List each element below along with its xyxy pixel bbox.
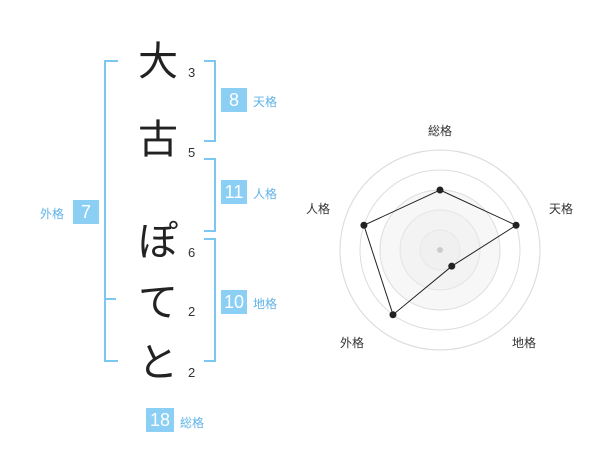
chikaku-value: 10: [221, 290, 247, 314]
radar-point-3: [389, 311, 397, 319]
tenkaku-bracket: [204, 60, 216, 142]
jinkaku-bracket: [204, 158, 216, 232]
gaikaku-bracket: [104, 60, 118, 362]
jinkaku-value: 11: [221, 180, 247, 204]
jinkaku-label: 人格: [253, 187, 278, 201]
radar-ring: [359, 169, 521, 331]
radar-point-2: [448, 262, 456, 270]
radar-axis-label-soukaku: 総格: [427, 124, 452, 138]
radar-axis-label-tenkaku: 天格: [548, 202, 573, 216]
tenkaku-value: 8: [221, 88, 247, 112]
radar-point-1: [512, 221, 520, 229]
radar-axis-label-gaikaku: 外格: [339, 336, 364, 350]
radar-series-polygon: [363, 189, 518, 316]
name-char-4: て: [138, 280, 178, 326]
stroke-count-2: 5: [188, 145, 196, 160]
stroke-count-3: 6: [188, 245, 196, 260]
stroke-count-4: 2: [188, 304, 196, 319]
radar-rings: [339, 149, 541, 351]
soukaku-label: 総格: [180, 416, 205, 430]
radar-axis-label-jinkaku: 人格: [305, 202, 330, 216]
name-char-2: 古: [138, 117, 178, 163]
name-char-1: 大: [138, 39, 178, 85]
radar-point-4: [360, 221, 368, 229]
stroke-count-5: 2: [188, 365, 196, 380]
gaikaku-value: 7: [73, 200, 99, 224]
radar-center-dot: [437, 247, 443, 253]
gaikaku-label: 外格: [40, 207, 65, 221]
chikaku-bracket: [204, 238, 216, 362]
radar-axis-label-chikaku: 地格: [511, 336, 536, 350]
radar-ring: [339, 149, 541, 351]
radar-chart: [339, 149, 541, 351]
soukaku-value: 18: [146, 408, 174, 432]
stroke-count-1: 3: [188, 65, 196, 80]
name-char-5: と: [138, 340, 178, 386]
radar-points: [360, 186, 520, 319]
name-char-3: ぽ: [138, 219, 178, 265]
gaikaku-bracket-tick: [104, 298, 116, 300]
radar-point-0: [436, 186, 444, 194]
chikaku-label: 地格: [253, 297, 278, 311]
tenkaku-label: 天格: [253, 95, 278, 109]
